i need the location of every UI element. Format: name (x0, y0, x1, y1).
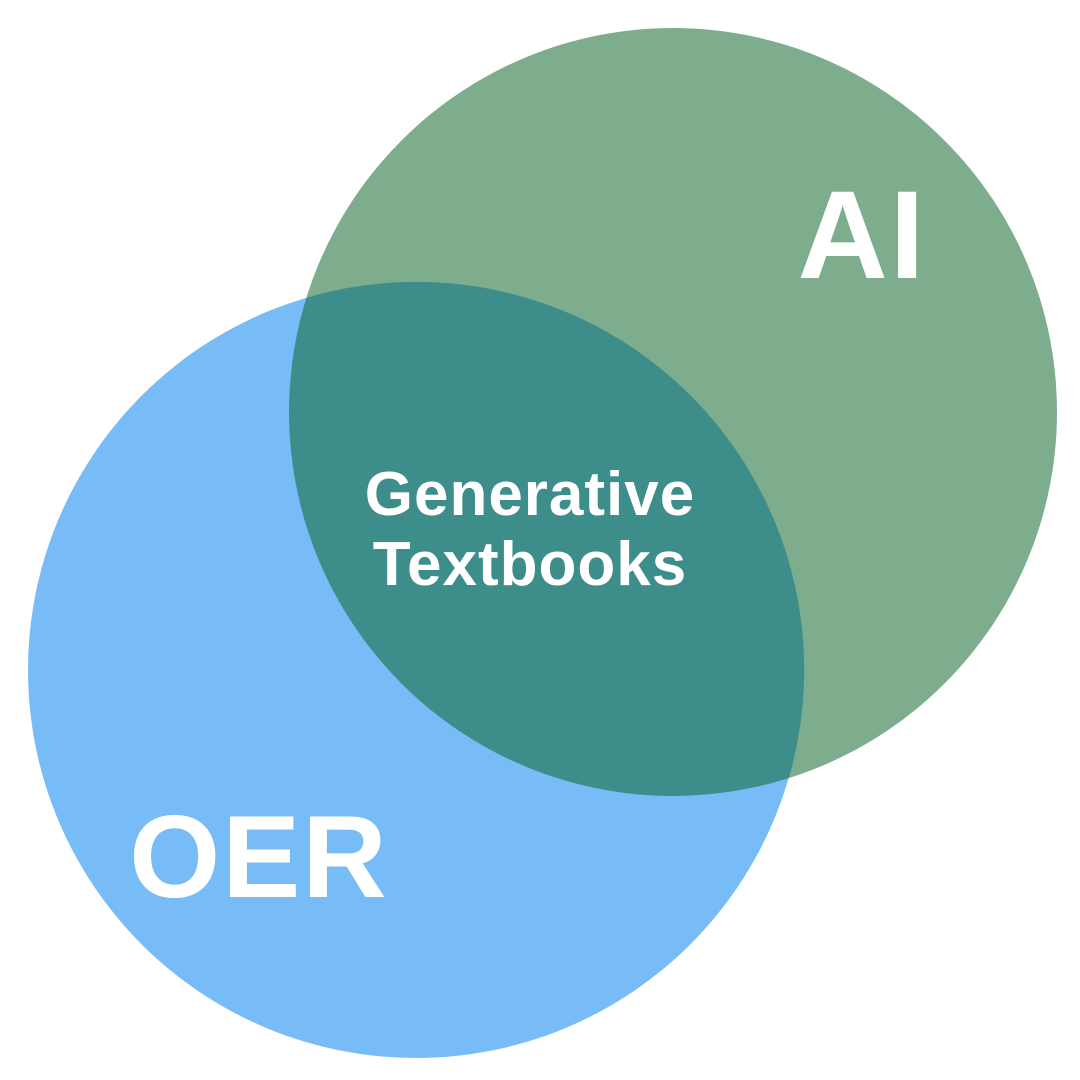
intersection-lens (289, 281, 805, 796)
oer-set-label: OER (129, 791, 389, 922)
intersection-label-line1: Generative (365, 460, 696, 529)
intersection-label-line2: Textbooks (373, 530, 687, 599)
ai-set-label: AI (798, 166, 927, 305)
